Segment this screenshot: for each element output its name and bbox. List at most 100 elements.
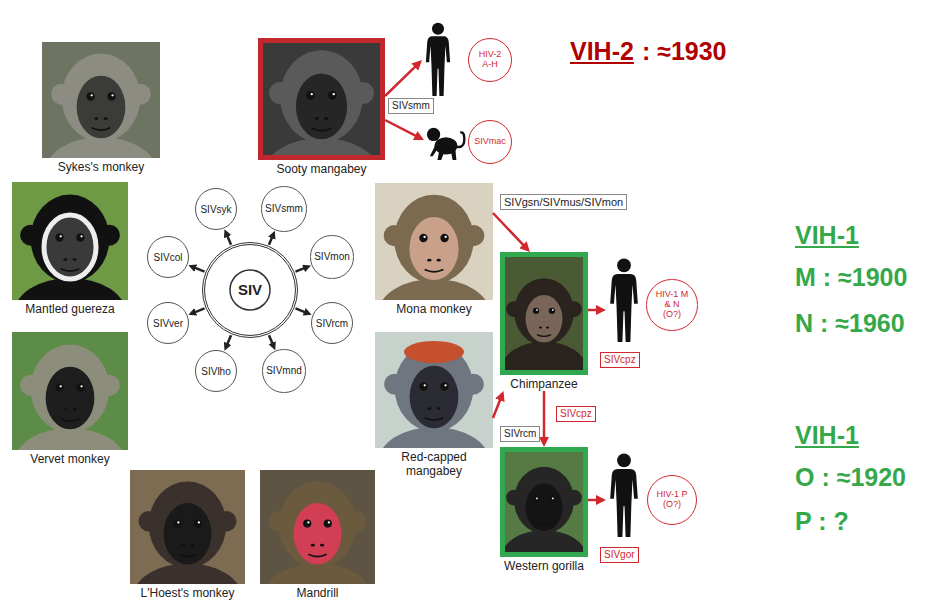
transmission-arrow: [588, 309, 598, 312]
virus-circle: SIVmac: [468, 120, 512, 164]
virus-circle: HIV-2 A-H: [468, 38, 512, 82]
circle-text-block: SIVsmm: [265, 203, 303, 214]
emergence-date-holder: P : ?: [795, 506, 849, 536]
emergence-date-holder: VIH-1: [795, 220, 859, 250]
species-photo-card: Red-capped mangabey: [375, 332, 493, 478]
strain-label: SIVcol: [154, 252, 183, 263]
strain-label: SIVrcm: [316, 318, 348, 329]
host-with-virus: HIV-1 P (O?): [606, 450, 698, 542]
transmission-label-holder: SIVsmm: [388, 98, 434, 114]
species-name: Western gorilla: [485, 559, 603, 573]
species-photo-card: Sykes's monkey: [42, 42, 160, 174]
virus-text-block: SIVmac: [474, 137, 506, 147]
macaque-silhouette: [427, 128, 464, 160]
virus-text-block: HIV-2 A-H: [475, 50, 505, 70]
monkey-face: [14, 345, 125, 498]
mandrill-photo: [260, 470, 375, 606]
transmission-arrow: [588, 499, 598, 502]
human-silhouette: [426, 23, 450, 96]
species-photo-card: Western gorilla: [500, 447, 588, 573]
species-photo-card: Sooty mangabey: [258, 38, 385, 176]
species-photo-card: Mandrill: [260, 470, 375, 600]
species-photo-card: Mantled guereza: [12, 182, 128, 316]
species-name: Red-capped mangabey: [375, 450, 493, 478]
species-name: Mantled guereza: [2, 302, 138, 316]
transmission-label-holder: SIVcpz: [600, 352, 640, 368]
emergence-date-holder: O : ≈1920: [795, 462, 906, 492]
virus-name: SIVmac: [474, 137, 506, 147]
circle-text-block: SIVmon: [314, 251, 350, 262]
transmission-arrow: [493, 213, 524, 246]
emergence-date: M : ≈1900: [795, 262, 907, 292]
emergence-date: O : ≈1920: [795, 462, 906, 492]
species-name: Chimpanzee: [485, 377, 603, 391]
circle-text-block: SIVcol: [154, 252, 183, 263]
host-with-virus: HIV-1 M & N (O?): [606, 255, 698, 347]
circle-text-block: SIVsyk: [200, 204, 231, 215]
transmission-arrow: [385, 66, 416, 96]
radiation-arrow: [269, 236, 273, 244]
emergence-date: : ≈1930: [642, 36, 727, 66]
circle-text-block: SIVlho: [201, 366, 230, 377]
red-capped-photo: [375, 332, 493, 497]
transmission-label: SIVcpz: [556, 406, 596, 422]
transmission-arrow: [543, 391, 546, 439]
strain-label: SIVver: [153, 318, 183, 329]
circle-text-block: SIVmnd: [266, 365, 302, 376]
virus-name: HIV-2 A-H: [475, 50, 505, 70]
chimpanzee-photo: [500, 252, 588, 394]
guereza-photo: [12, 182, 128, 348]
white-fringe: [44, 215, 96, 279]
virus-circle: HIV-1 P (O?): [647, 475, 697, 525]
species-name: Mona monkey: [360, 302, 508, 316]
species-photo-card: L'Hoest's monkey: [130, 470, 245, 600]
transmission-label: SIVsmm: [388, 98, 434, 114]
strain-label: SIVmnd: [266, 365, 302, 376]
virus-text-block: HIV-1 M & N (O?): [655, 290, 689, 320]
transmission-label: SIVgsn/SIVmus/SIVmon: [500, 194, 627, 210]
red-cap: [404, 341, 464, 363]
emergence-date-holder: : ≈1930: [642, 36, 727, 66]
highlight-frame: [503, 255, 586, 373]
siv-strain-circle: SIVlho: [195, 350, 237, 392]
transmission-label-holder: SIVrcm: [500, 426, 540, 442]
siv-strain-circle: SIVmon: [310, 235, 353, 278]
radiation-arrow: [194, 308, 205, 312]
species-name: Vervet monkey: [2, 452, 138, 466]
emergence-date-holder: VIH-1: [795, 420, 859, 450]
species-name: Sykes's monkey: [27, 160, 175, 174]
siv-strain-circle: SIVmnd: [262, 349, 305, 392]
mona-photo: [375, 183, 493, 349]
siv-strain-circle: SIVver: [147, 302, 189, 344]
emergence-date-holder: VIH-2: [570, 36, 634, 66]
circle-text-block: SIVver: [153, 318, 183, 329]
siv-strain-circle: SIVsyk: [195, 188, 237, 230]
human-silhouette: [610, 259, 638, 342]
virus-text-block: HIV-1 P (O?): [655, 490, 689, 510]
transmission-label: SIVgor: [600, 547, 639, 563]
virus-name: HIV-1 P (O?): [655, 490, 689, 510]
species-photo-card: Vervet monkey: [12, 332, 128, 466]
strain-label: SIVlho: [201, 366, 230, 377]
highlight-frame: [503, 450, 586, 555]
transmission-label: SIVcpz: [600, 352, 640, 368]
monkey-face: [378, 195, 490, 349]
siv-strain-circle: SIVrcm: [311, 302, 353, 344]
virus-type-heading: VIH-2: [570, 36, 634, 66]
transmission-arrow: [385, 120, 417, 136]
emergence-date: P : ?: [795, 506, 849, 536]
strain-label: SIVmon: [314, 251, 350, 262]
species-name: Mandrill: [250, 586, 385, 600]
siv-hub-circle: SIV: [202, 242, 298, 338]
radiation-arrow: [227, 235, 231, 245]
radiation-arrow: [227, 335, 231, 345]
emergence-date-holder: N : ≈1960: [795, 308, 905, 338]
species-name: L'Hoest's monkey: [120, 586, 255, 600]
sooty-photo: [258, 38, 385, 211]
virus-circle: HIV-1 M & N (O?): [646, 279, 697, 330]
hub-inner-ring: [230, 270, 270, 310]
species-photo-card: Mona monkey: [375, 183, 493, 316]
transmission-label: SIVrcm: [500, 426, 540, 442]
